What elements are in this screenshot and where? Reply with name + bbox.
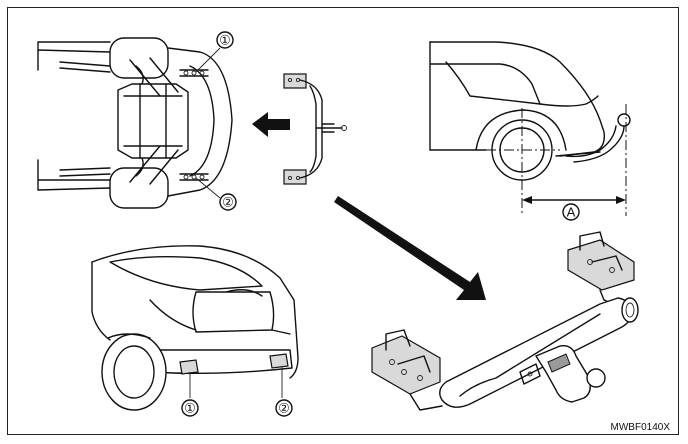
callout-1b-circle (181, 399, 199, 417)
bracket-plate-lower (283, 169, 307, 185)
mount-point-1 (179, 359, 199, 375)
mount-bolts-upper (179, 69, 209, 77)
mount-point-2 (269, 353, 289, 369)
callout-1-label: ① (219, 33, 231, 48)
dimension-a-circle (562, 203, 580, 221)
tow-ball (586, 368, 606, 388)
side-view: A (429, 41, 631, 221)
callout-2-label: ② (222, 195, 234, 210)
callout-2b-label: ② (278, 401, 290, 416)
towbar-top-view (283, 73, 347, 185)
bracket-right (567, 239, 635, 291)
callout-2-circle (219, 193, 237, 211)
underside-view: ① ② (37, 31, 237, 211)
direction-arrow-diagonal (334, 196, 486, 300)
rear-subframe (117, 83, 189, 159)
mount-bolts-lower (179, 173, 209, 181)
bracket-left (371, 335, 441, 395)
direction-arrow-left (252, 112, 290, 137)
callout-1-circle (216, 31, 234, 49)
rear-three-quarter-view: ① ② (91, 245, 299, 417)
callout-2b-circle (275, 399, 293, 417)
tow-arm (535, 345, 591, 403)
cross-beam (439, 297, 633, 408)
rear-wheel-lower (109, 167, 169, 209)
figure-code: MWBF0140X (611, 422, 671, 433)
dimension-a-label: A (567, 205, 576, 220)
tow-ball-side (617, 113, 631, 127)
rear-wheel-upper (109, 37, 169, 79)
towbar-isometric-view (371, 231, 639, 411)
callout-1b-label: ① (184, 401, 196, 416)
bracket-plate-upper (283, 73, 307, 89)
figure-frame (7, 7, 679, 435)
